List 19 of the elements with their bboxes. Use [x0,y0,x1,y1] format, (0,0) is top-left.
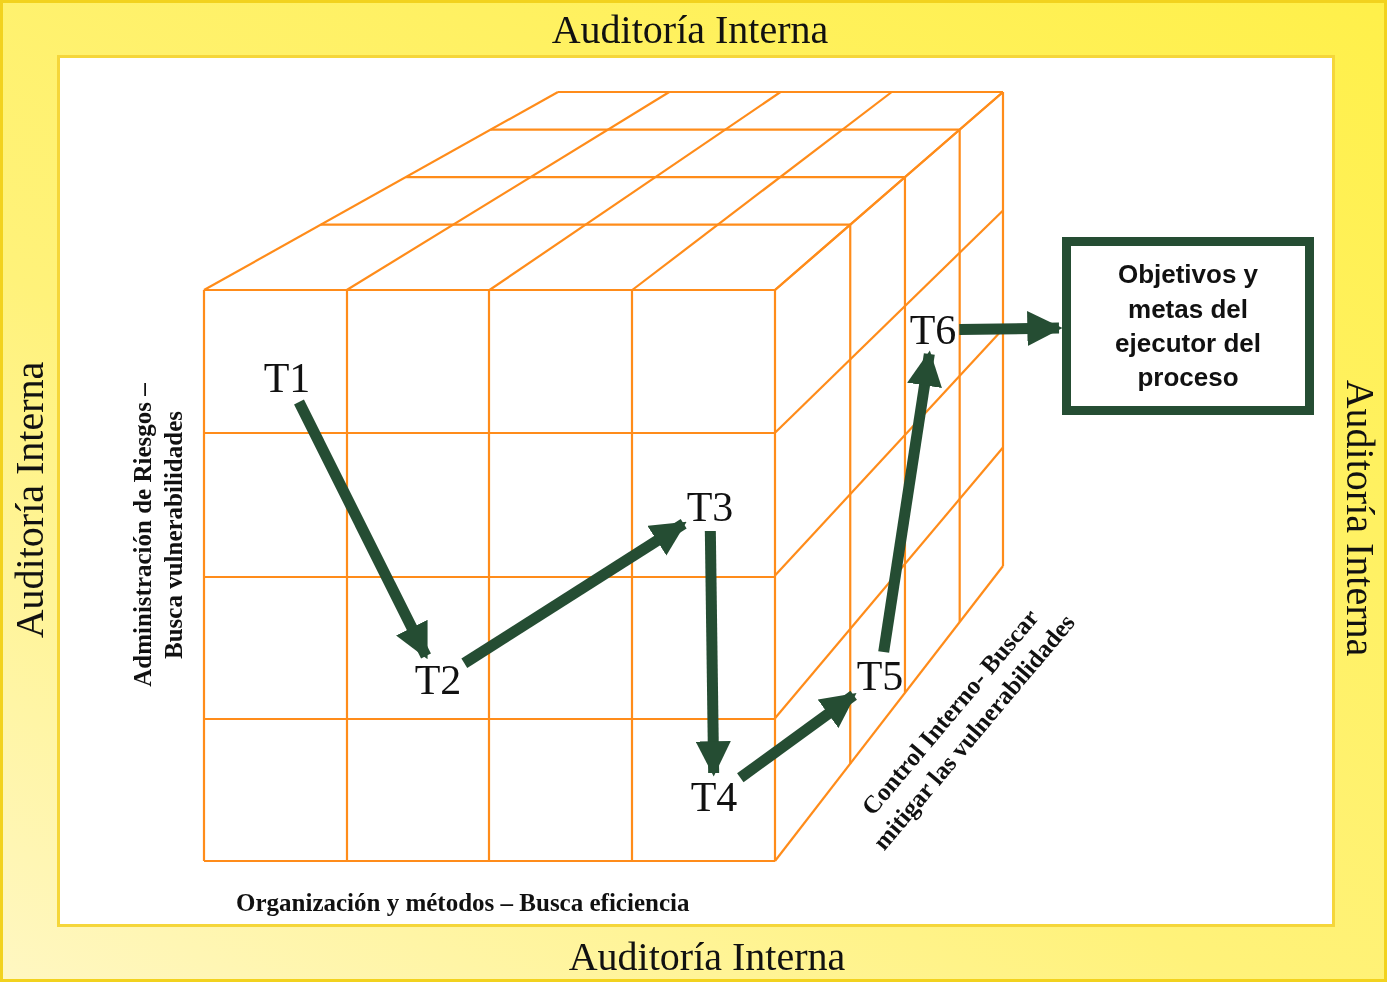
arrow [737,690,857,783]
arrow [461,519,687,668]
arrow [695,530,731,777]
goal-box: Objetivos y metas del ejecutor del proceso [1062,237,1314,415]
frame-title: Auditoría Interna [568,937,846,977]
arrow [878,350,942,653]
frame-title: Auditoría Interna [10,361,50,639]
axis-label: Administración de Riesgos – Busca vulnerabilidades [127,382,188,689]
stage-label: T3 [686,486,734,528]
stage-label: T4 [690,776,738,818]
arrow [294,399,431,660]
stage-label: T2 [414,659,462,701]
arrow [959,310,1063,347]
stage-label: T5 [856,655,904,697]
frame-title: Auditoría Interna [1340,379,1380,657]
frame-title: Auditoría Interna [551,10,829,50]
stage-label: T6 [909,309,957,351]
stage-label: T1 [263,357,311,399]
axis-label: Organización y métodos – Busca eficiencia [236,888,691,918]
